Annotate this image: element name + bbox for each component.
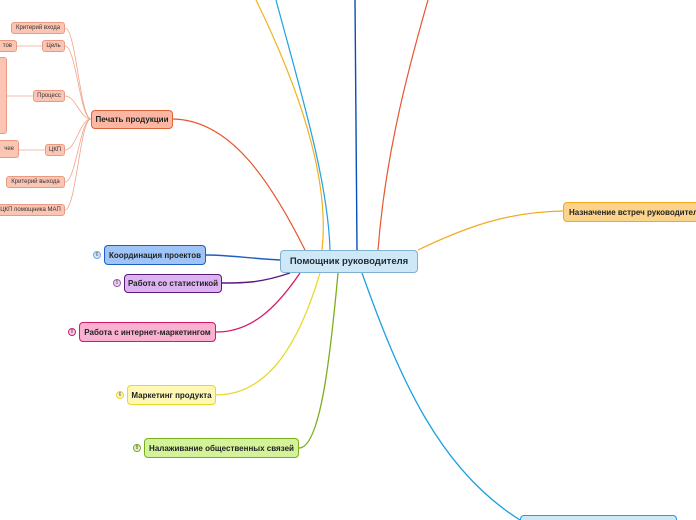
- subtopic-process[interactable]: Процесс: [33, 90, 65, 102]
- child-count-badge[interactable]: 6: [93, 251, 101, 259]
- topic-label: Назначение встреч руководителю: [569, 207, 696, 217]
- subtopic-process-child[interactable]: [0, 57, 7, 134]
- topic-bottom-clipped[interactable]: [520, 515, 677, 520]
- subtopic-label: ЦКП: [48, 147, 62, 153]
- topic-print-production[interactable]: Печать продукции: [91, 110, 173, 129]
- subtopic-ckp[interactable]: ЦКП: [45, 144, 65, 156]
- subtopic-label: чее: [4, 146, 14, 152]
- topic-label: Работа с интернет-маркетингом: [84, 327, 211, 337]
- subtopic-label: Критерий выхода: [11, 179, 60, 185]
- child-count-badge[interactable]: 6: [116, 391, 124, 399]
- topic-label: Работа со статистикой: [127, 279, 219, 288]
- topic-label: Маркетинг продукта: [131, 390, 212, 400]
- topic-internet-marketing[interactable]: Работа с интернет-маркетингом: [79, 322, 216, 342]
- topic-schedule-meetings[interactable]: Назначение встреч руководителю: [563, 202, 696, 222]
- topic-statistics-work[interactable]: Работа со статистикой: [124, 274, 222, 293]
- child-count-badge[interactable]: 8: [133, 444, 141, 452]
- subtopic-exit-criterion[interactable]: Критерий выхода: [6, 176, 65, 188]
- subtopic-ckp-assistant[interactable]: ЦКП помощника МАП: [0, 204, 65, 216]
- topic-label: Налаживание общественных связей: [149, 443, 294, 453]
- child-count-badge[interactable]: 5: [113, 279, 121, 287]
- subtopic-label: тов: [2, 43, 12, 49]
- central-topic-label: Помощник руководителя: [289, 256, 409, 267]
- topic-product-marketing[interactable]: Маркетинг продукта: [127, 385, 216, 405]
- topic-project-coordination[interactable]: Координация проектов: [104, 245, 206, 265]
- child-count-badge[interactable]: 8: [68, 328, 76, 336]
- topic-public-relations[interactable]: Налаживание общественных связей: [144, 438, 299, 458]
- subtopic-ckp-child[interactable]: чее: [0, 140, 19, 158]
- central-topic[interactable]: Помощник руководителя: [280, 250, 418, 273]
- subtopic-goal-child[interactable]: тов: [0, 40, 17, 52]
- subtopic-label: Процесс: [37, 93, 61, 99]
- topic-label: Печать продукции: [95, 115, 169, 124]
- subtopic-entry-criterion[interactable]: Критерий входа: [11, 22, 65, 34]
- subtopic-label: ЦКП помощника МАП: [0, 207, 61, 213]
- subtopic-label: Критерий входа: [15, 25, 61, 31]
- subtopic-goal[interactable]: Цель: [42, 40, 65, 52]
- topic-label: Координация проектов: [108, 250, 202, 260]
- subtopic-label: Цель: [46, 43, 61, 49]
